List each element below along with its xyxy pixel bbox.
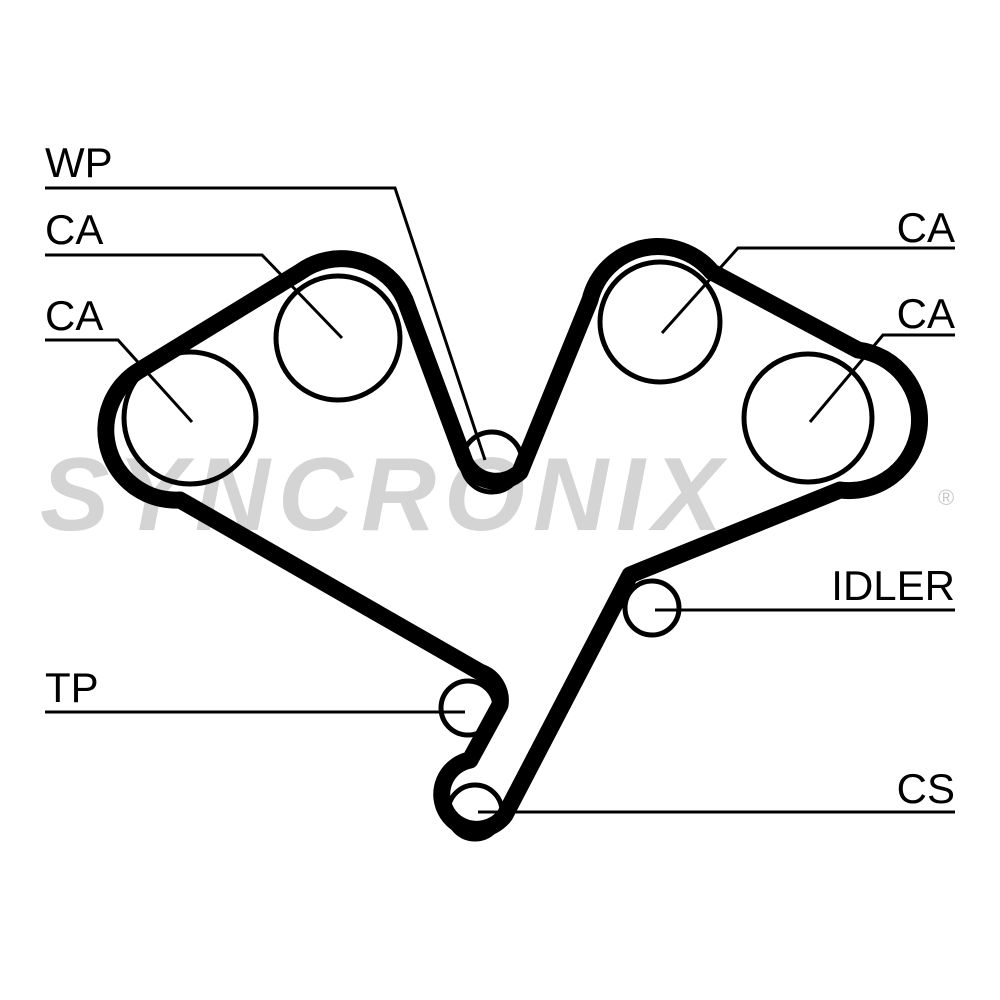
leader-line-wp	[45, 186, 487, 461]
ca-pulley-top-left	[273, 273, 403, 403]
leader-line-ca-mid-right	[808, 333, 955, 423]
ca-pulley-mid-right	[741, 351, 875, 485]
ca-pulley-top-right	[597, 259, 723, 385]
watermark-registered-mark: ®	[938, 485, 954, 510]
tp-pulley	[438, 678, 498, 738]
label-wp: WP	[45, 139, 113, 186]
ca-pulley-mid-left	[121, 349, 259, 487]
leader-line-ca-top-right	[660, 246, 955, 334]
label-idler: IDLER	[831, 562, 955, 609]
leader-line-ca-mid-left	[45, 338, 194, 424]
wp-pulley	[459, 429, 525, 495]
label-tp: TP	[45, 664, 99, 711]
label-cs: CS	[897, 765, 955, 812]
label-ca-top-right: CA	[897, 204, 955, 251]
leader-lines	[45, 186, 955, 814]
label-ca-top-left: CA	[45, 206, 103, 253]
leader-line-ca-top-left	[45, 253, 344, 340]
label-ca-mid-right: CA	[897, 290, 955, 337]
idler-pulley	[622, 578, 682, 638]
label-ca-mid-left: CA	[45, 292, 103, 339]
